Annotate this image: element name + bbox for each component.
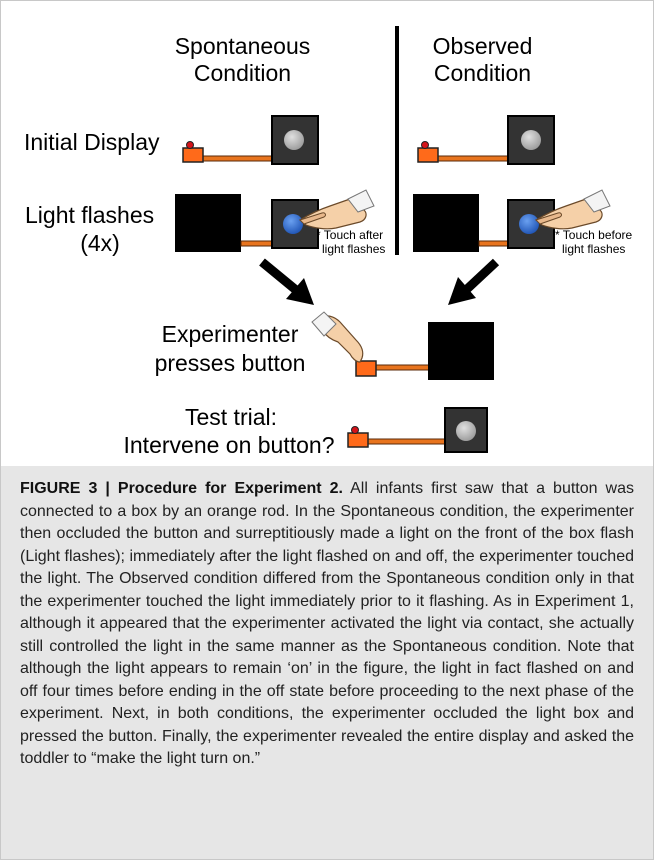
button-top [351,426,359,434]
touch-before-note-line1: * Touch before [555,228,633,242]
rod [199,155,273,162]
occluder [413,194,479,252]
pressing-hand-icon [311,311,364,363]
experimenter-label-line2: presses button [154,350,306,376]
initial-display-spontaneous [182,115,319,165]
button-base [417,147,439,163]
rod [240,240,274,247]
initial-display-label: Initial Display [24,129,160,155]
rod [478,240,510,247]
caption-label: FIGURE 3 | Procedure for Experiment 2. [20,480,343,497]
test-trial-label-line2: Intervene on button? [123,432,335,458]
touch-after-note-line2: light flashes [322,242,386,256]
rod [433,155,509,162]
experimenter-label-line1: Experimenter [161,321,299,347]
touch-before-note-line2: light flashes [562,242,626,256]
arrow-right-to-center [448,258,500,305]
test-trial-scene [347,407,488,453]
pointing-hand-icon [298,189,375,230]
observed-header-line2: Condition [433,60,532,86]
spontaneous-header-line1: Spontaneous [174,33,311,59]
light-off [456,421,476,441]
button-base [182,147,204,163]
observed-header-line1: Observed [432,33,533,59]
light-off [284,130,304,150]
rod [363,438,447,445]
touch-after-note-line1: * Touch after [316,228,384,242]
button-top [421,141,429,149]
light-off [521,130,541,150]
caption-background [1,466,653,859]
button-top [186,141,194,149]
rod [374,364,430,371]
light-on [283,214,303,234]
button-base [355,360,377,377]
spontaneous-header-line2: Condition [193,60,292,86]
light-flashes-spontaneous [175,189,375,252]
button-base [347,432,369,448]
experimenter-presses-button-scene [311,311,494,380]
initial-display-observed [417,115,555,165]
procedure-diagram [175,26,611,453]
figure-caption: FIGURE 3 | Procedure for Experiment 2. A… [20,478,634,771]
caption-text: All infants first saw that a button was … [20,480,635,767]
light-flashes-count-label: (4x) [80,230,120,256]
test-trial-label-line1: Test trial: [184,404,278,430]
light-on [519,214,539,234]
light-flashes-label: Light flashes [25,202,155,228]
arrow-left-to-center [259,258,314,305]
occluder [428,322,494,380]
light-flashes-observed [413,189,611,252]
pointing-hand-icon [534,189,611,230]
occluder [175,194,241,252]
